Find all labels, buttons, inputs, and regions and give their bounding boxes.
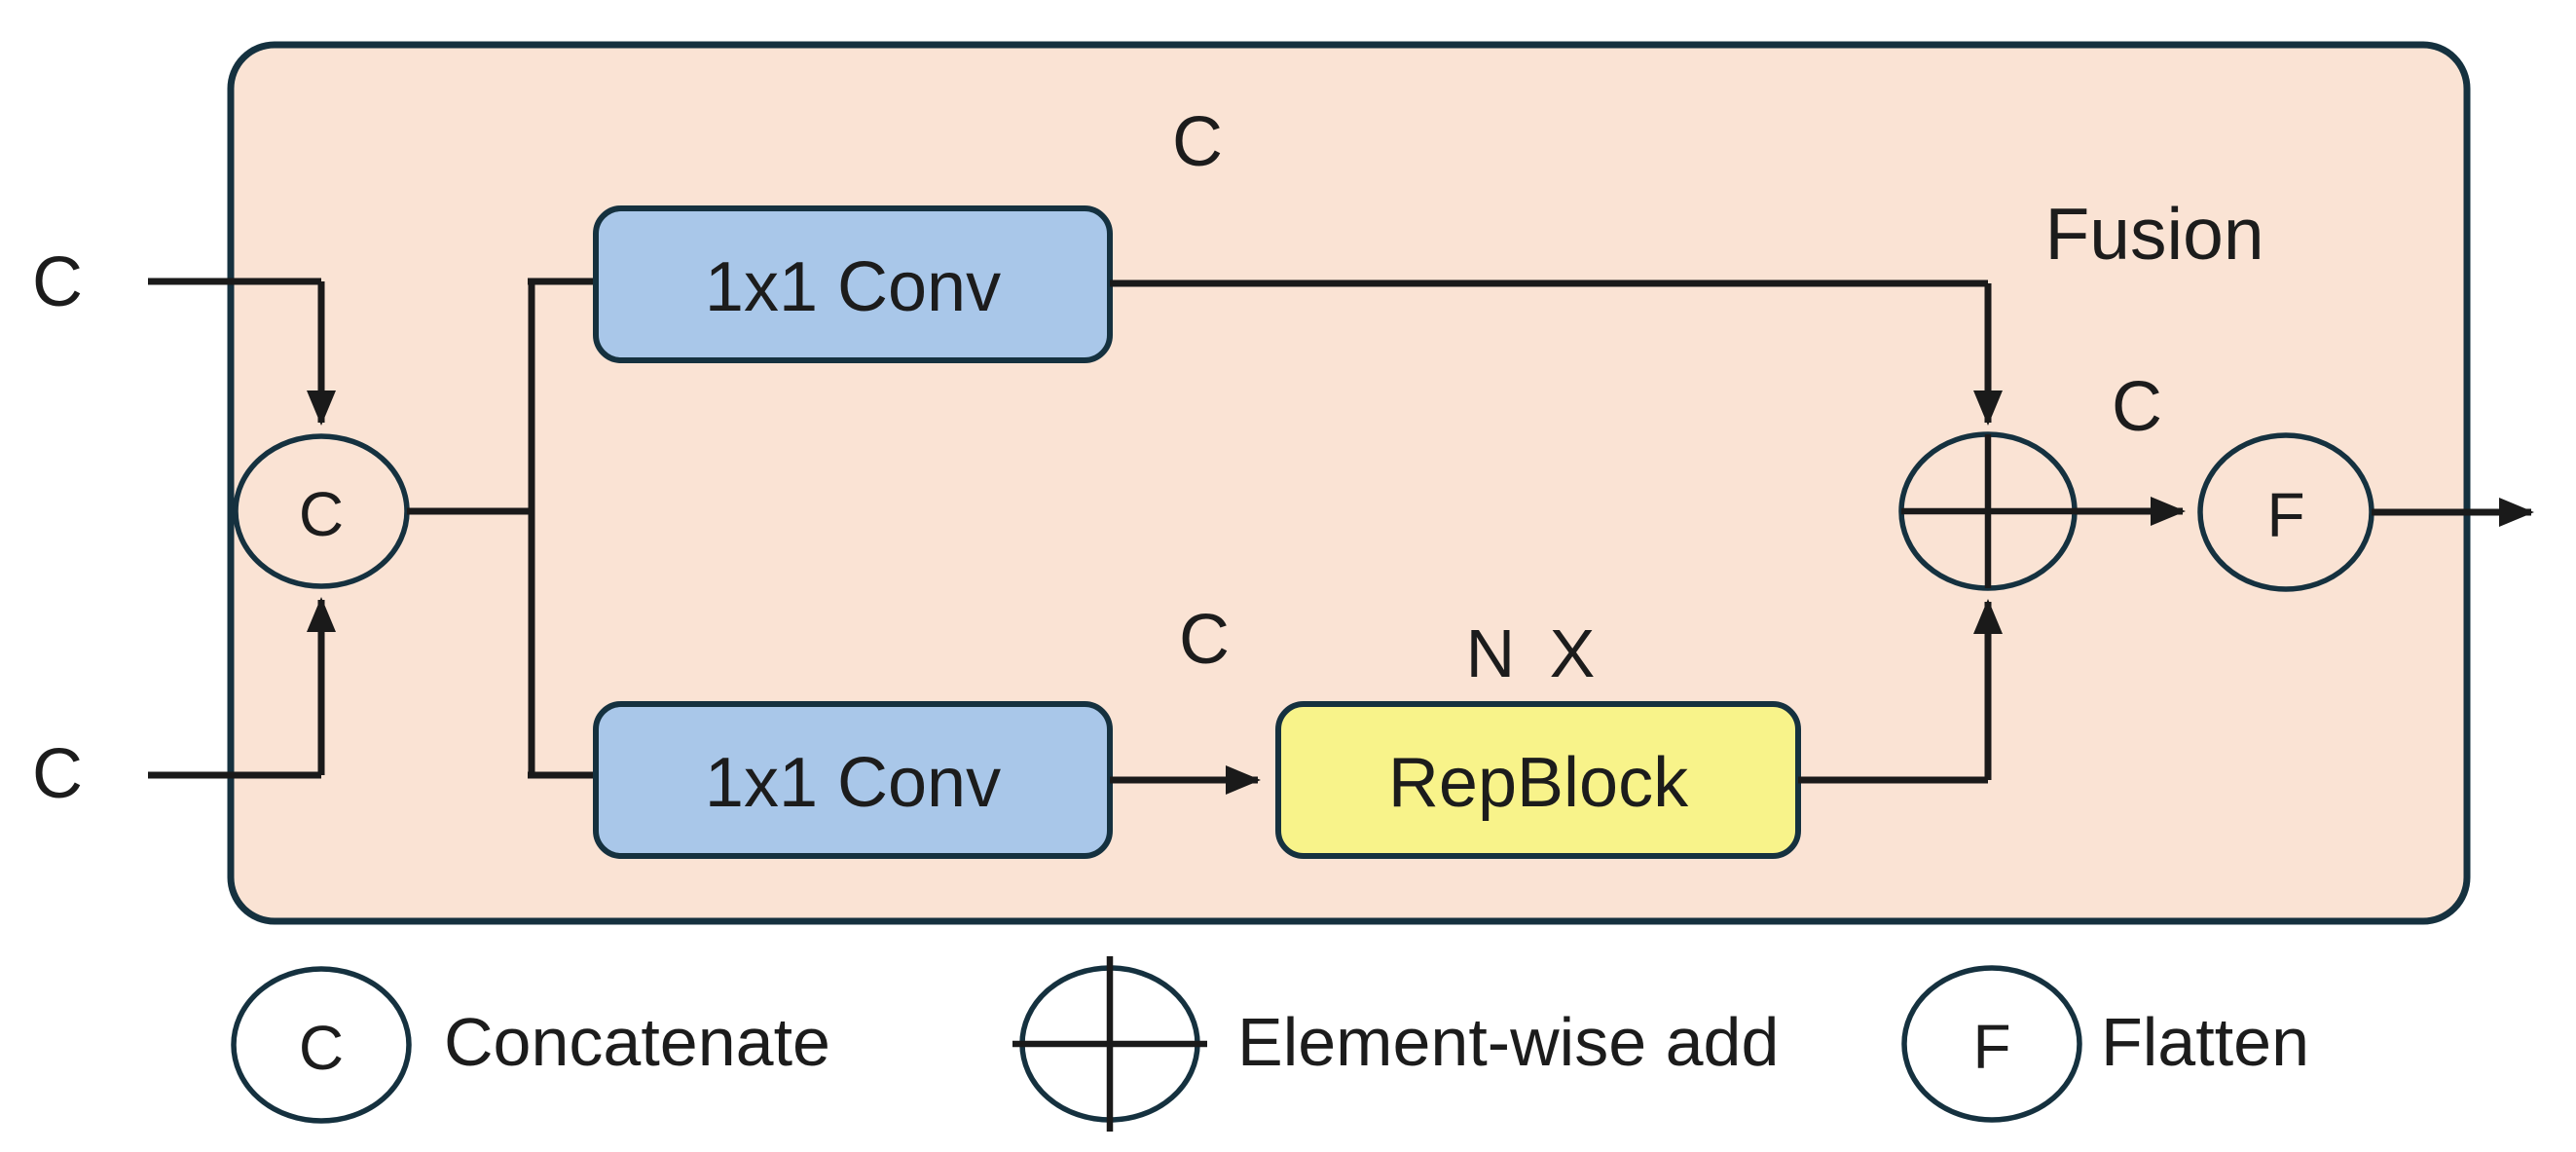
- edge-label-top-channels: C: [1172, 103, 1223, 181]
- edge-label-add-out-channels: C: [2112, 368, 2162, 446]
- legend: C Concatenate Element-wise add F Flatten: [231, 956, 2309, 1132]
- conv-bottom-label: 1x1 Conv: [705, 744, 1001, 822]
- input-bottom-label: C: [32, 735, 83, 813]
- legend-concat-icon: [231, 966, 412, 1124]
- fusion-title: Fusion: [2044, 193, 2263, 275]
- legend-flatten-label: Flatten: [2101, 1004, 2309, 1080]
- concat-node-symbol: C: [299, 479, 344, 549]
- input-top-label: C: [32, 243, 83, 321]
- edge-label-bottom-channels: C: [1179, 601, 1230, 679]
- repblock-repeat-label: N X: [1466, 615, 1603, 691]
- legend-concat-symbol: C: [299, 1013, 344, 1083]
- repblock-label: RepBlock: [1388, 744, 1689, 822]
- legend-concat-label: Concatenate: [444, 1004, 830, 1080]
- legend-flatten-symbol: F: [1972, 1012, 2010, 1082]
- flatten-node-symbol: F: [2266, 480, 2304, 550]
- legend-flatten-icon: [1901, 965, 2082, 1123]
- legend-add-label: Element-wise add: [1237, 1004, 1779, 1080]
- conv-top-label: 1x1 Conv: [705, 248, 1001, 326]
